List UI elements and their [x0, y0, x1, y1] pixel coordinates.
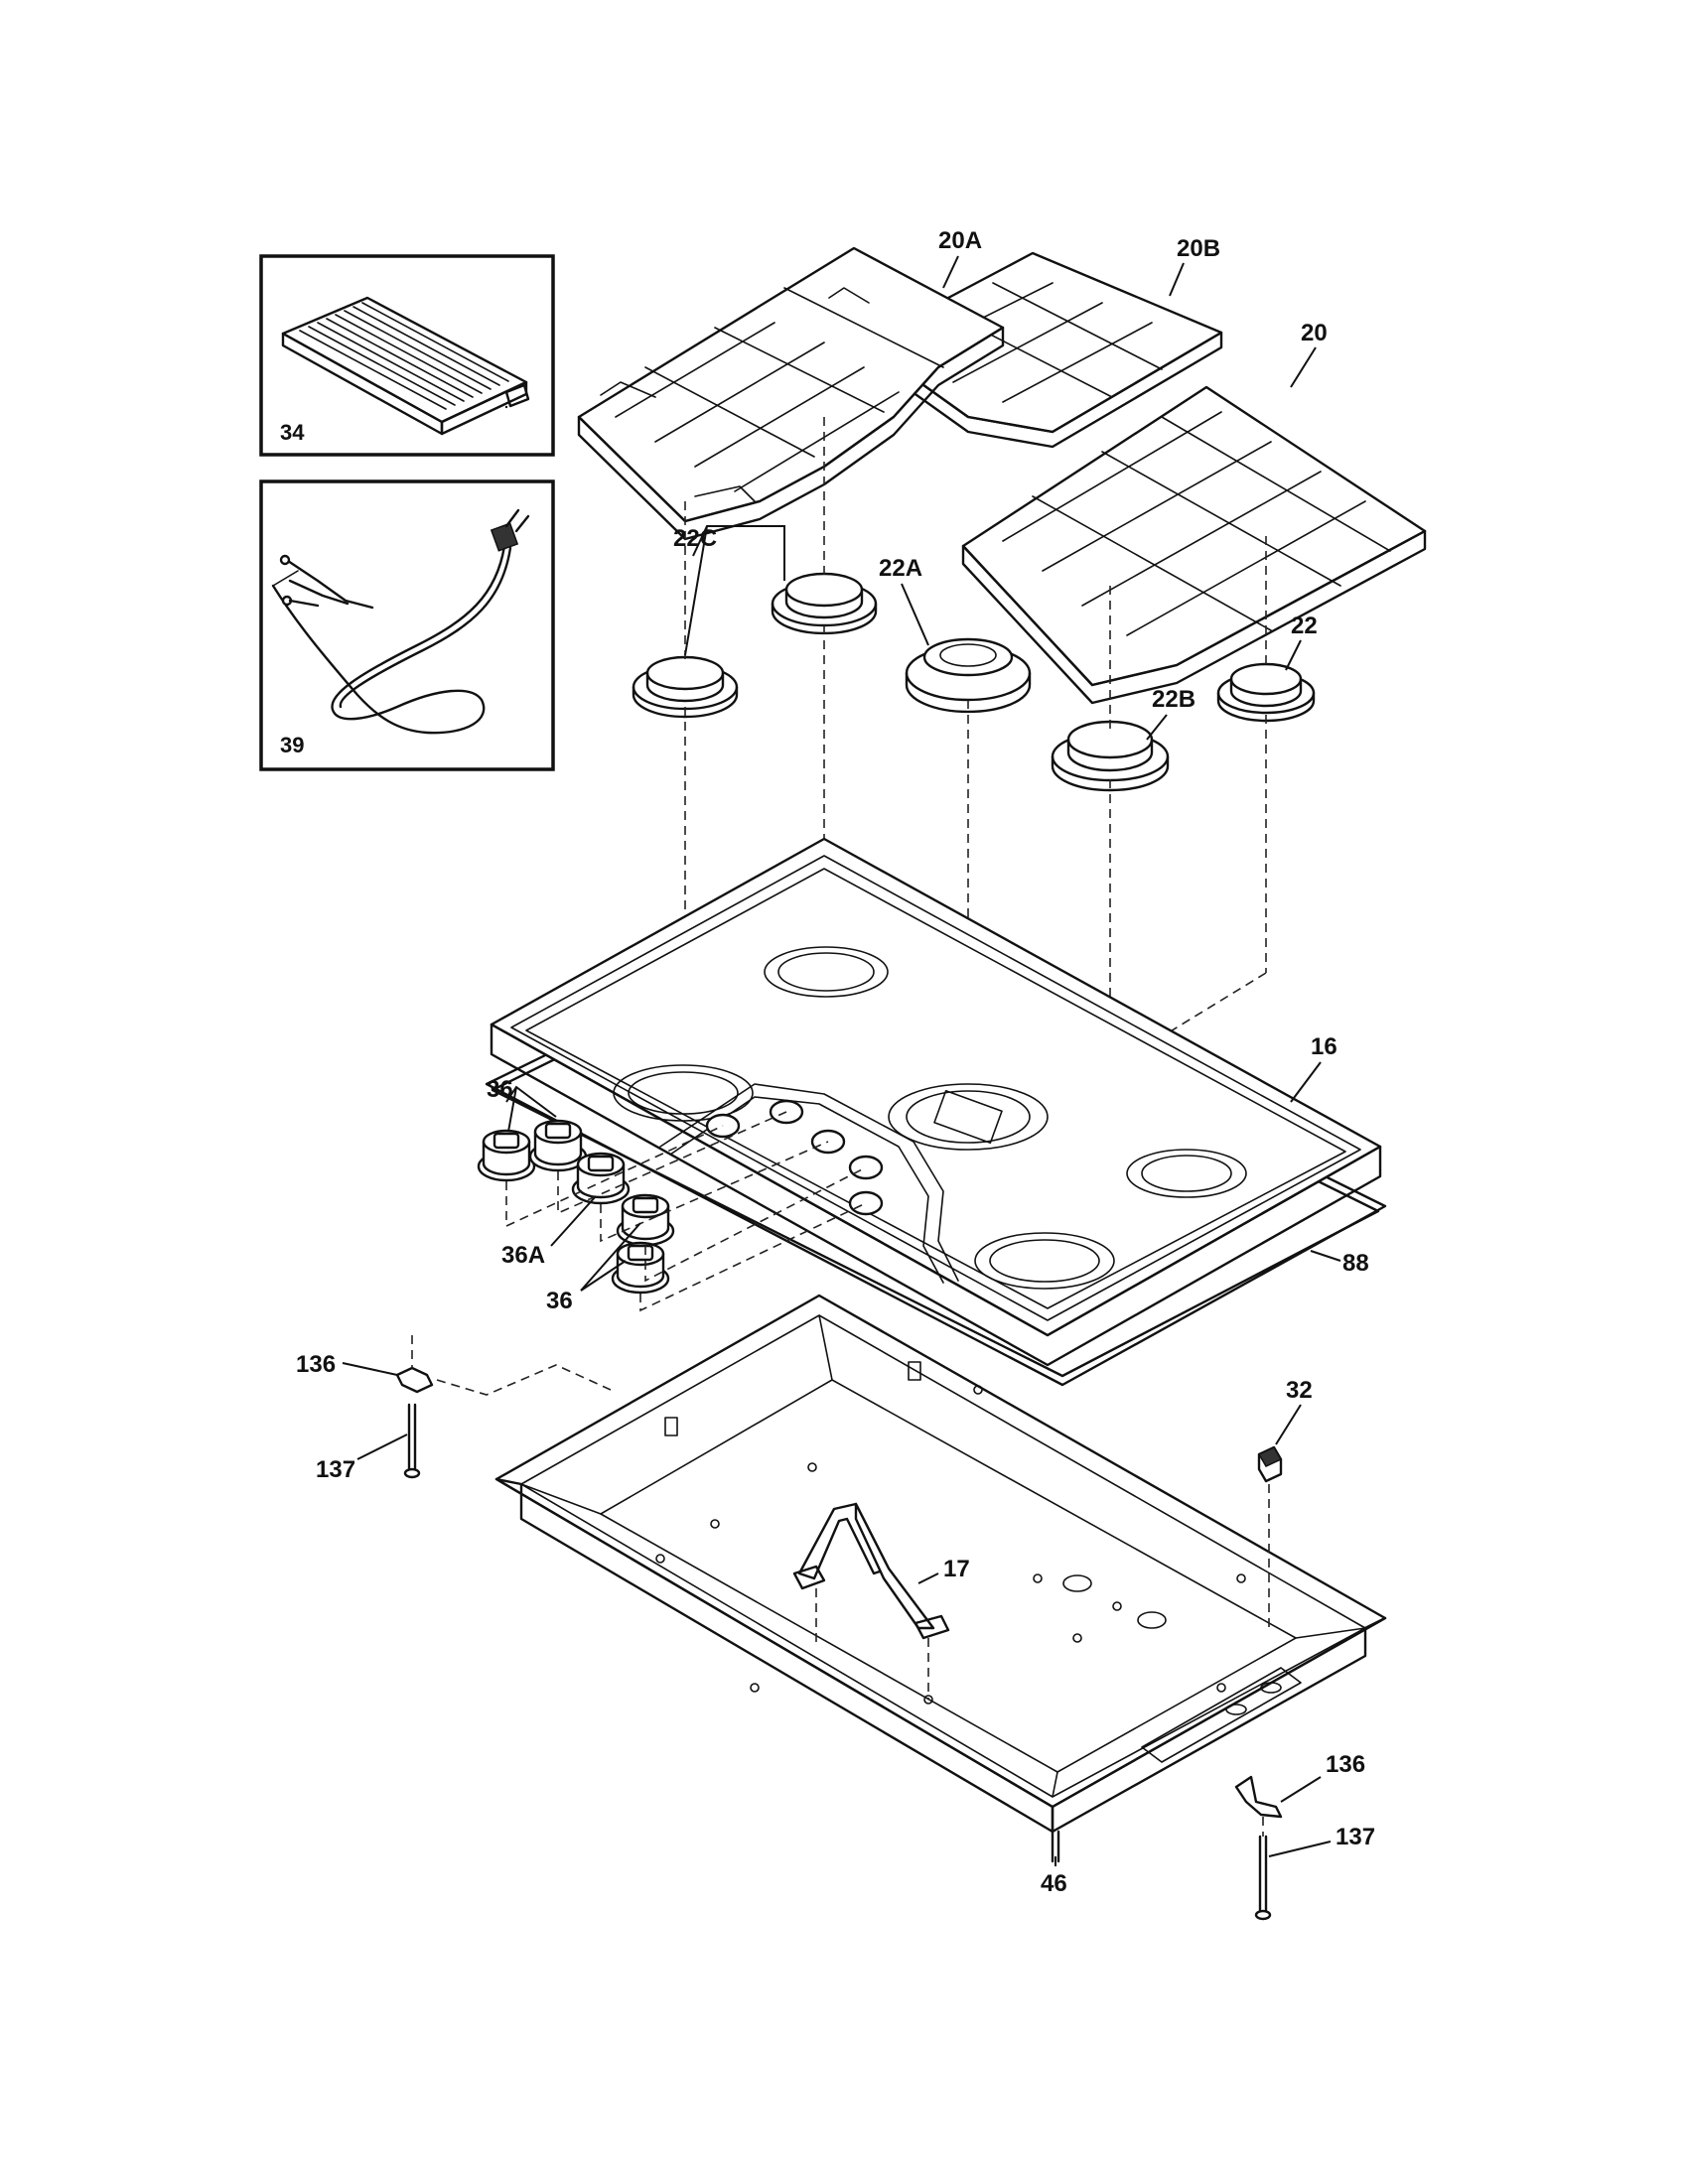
label-support-bracket: 17	[943, 1556, 970, 1582]
label-bracket-right: 136	[1326, 1751, 1365, 1778]
power-cord-icon	[271, 405, 530, 735]
label-burner-box-foot: 46	[1041, 1870, 1067, 1897]
burner-cap-22c-back	[771, 572, 878, 635]
power-cord-inset: 39	[259, 405, 555, 771]
cooktop-top	[485, 837, 1387, 1387]
support-bracket	[792, 1502, 950, 1640]
label-knob-special: 36A	[501, 1242, 545, 1269]
label-burner-cap-large: 22A	[879, 555, 922, 582]
knob-1	[477, 1129, 536, 1182]
mounting-bracket-left	[395, 1335, 612, 1396]
knob-alignment-lines	[505, 1111, 867, 1312]
burner-cap-22a	[905, 637, 1032, 714]
griddle-inset: 34	[259, 254, 555, 457]
grate-left	[577, 246, 1005, 541]
label-knob-group-lower: 36	[546, 1288, 573, 1314]
leader-lines	[342, 255, 1341, 1866]
label-bracket-left: 136	[296, 1351, 336, 1378]
label-burner-cap-medium: 22B	[1152, 686, 1196, 713]
label-gasket: 88	[1342, 1250, 1369, 1277]
knob-36a	[571, 1152, 631, 1205]
part-labels: 20A 20B 20 22C 22A 22B 22 16 88 36 36A 3…	[296, 227, 1375, 1897]
knob-5	[611, 1241, 670, 1295]
knob-4	[616, 1193, 675, 1247]
grate-right	[961, 385, 1427, 705]
mounting-bracket-right	[1234, 1775, 1283, 1819]
label-igniter-switch: 32	[1286, 1377, 1313, 1404]
label-grate-left: 20A	[938, 227, 982, 254]
label-screw-left: 137	[316, 1456, 355, 1483]
mounting-screw-left	[403, 1403, 421, 1479]
label-knob-group-upper: 36	[487, 1076, 513, 1103]
igniter-switch	[1257, 1445, 1283, 1628]
label-power-cord: 39	[280, 733, 304, 757]
control-knobs	[477, 1111, 867, 1312]
label-grate-right: 20	[1301, 320, 1328, 346]
burner-cap-22	[1216, 662, 1316, 723]
burner-box-foot	[1051, 1830, 1060, 1863]
label-grate-center: 20B	[1177, 235, 1220, 262]
griddle-icon	[281, 296, 530, 436]
label-screw-right: 137	[1336, 1824, 1375, 1850]
label-burner-cap-small-left: 22C	[673, 525, 717, 552]
label-cooktop-top: 16	[1311, 1033, 1337, 1060]
mounting-screw-right	[1254, 1817, 1272, 1921]
label-burner-cap-small-right: 22	[1291, 613, 1318, 639]
burner-box	[494, 1294, 1387, 1863]
label-griddle: 34	[280, 420, 305, 445]
